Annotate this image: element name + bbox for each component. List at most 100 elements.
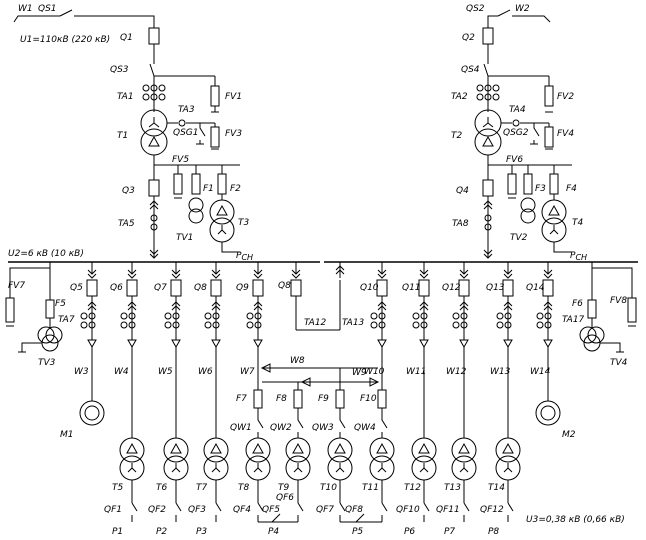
ct-c [204, 312, 212, 320]
middle-section: W8 W9 [260, 356, 380, 387]
label-fv5: FV5 [172, 155, 189, 165]
label-ta17: TA17 [562, 315, 585, 325]
qw-switch [257, 408, 264, 438]
ct-d [496, 321, 504, 329]
label-f6: F6 [572, 299, 583, 309]
label-tv4: TV4 [610, 358, 628, 368]
label-q8b: Q8 [278, 281, 291, 291]
m2-motor-inner [540, 405, 556, 421]
ct-c [80, 312, 88, 320]
label-t-3: T7 [196, 483, 207, 493]
label-qs1: QS1 [38, 4, 57, 14]
fv8-lead [591, 262, 633, 298]
t1-delta [148, 135, 160, 147]
label-t-mid-1: T9 [278, 483, 289, 493]
feeder-plug-low [377, 301, 387, 311]
ta3-ct [178, 119, 186, 127]
tr-delta [252, 442, 264, 454]
tr-star [293, 463, 303, 473]
label-q2: Q2 [462, 33, 475, 43]
m1-motor-outer [79, 400, 105, 426]
label-w8: W8 [290, 356, 305, 366]
tv4-winding-a [579, 326, 597, 344]
q3-lead [149, 196, 159, 258]
cable-end [459, 339, 469, 349]
tr-star [503, 463, 513, 473]
label-tv2: TV2 [510, 233, 528, 243]
ct-b [88, 321, 96, 329]
label-f-mid-1: F8 [276, 394, 287, 404]
label-m1: M1 [60, 430, 74, 440]
tr-star [335, 463, 345, 473]
ct-b [504, 321, 512, 329]
feeder-plug [253, 262, 263, 279]
t2-winding-lv [474, 128, 502, 156]
qw-switch [297, 408, 304, 438]
tv4-winding-b [587, 326, 605, 344]
label-w1: W1 [18, 4, 33, 14]
label-q1: Q1 [120, 33, 133, 43]
tv3-ground [18, 342, 42, 353]
label-w-3: W6 [198, 367, 213, 377]
label-w-7: W11 [406, 367, 426, 377]
ct-a [420, 312, 428, 320]
label-tv1: TV1 [176, 233, 193, 243]
q4-breaker [482, 179, 494, 197]
ct-d [370, 321, 378, 329]
label-f-mid-3: F10 [360, 394, 377, 404]
f5-fuse [45, 299, 55, 319]
ct-a [88, 312, 96, 320]
label-p-2: P2 [156, 527, 167, 537]
ct-d [204, 321, 212, 329]
tv3-winding-b [45, 326, 63, 344]
t3-out [221, 242, 240, 253]
feeder-plug-low [503, 301, 513, 311]
ta5-ct [150, 214, 158, 231]
label-qf7: QF7 [316, 505, 334, 515]
ct-a [544, 312, 552, 320]
f1-fuse [191, 173, 201, 195]
tr-star [459, 463, 469, 473]
label-ta-6: TA13 [342, 318, 365, 328]
label-w-6: W10 [364, 367, 385, 377]
qf-switch [257, 502, 264, 522]
label-qf-1: QF1 [104, 505, 122, 515]
qsg2-switch [530, 123, 540, 145]
feeder-plug-low [211, 301, 221, 311]
tr-star [171, 463, 181, 473]
label-ta3: TA3 [178, 105, 195, 115]
f3-fuse [523, 173, 533, 195]
label-fv4: FV4 [557, 129, 574, 139]
label-f2: F2 [230, 184, 241, 194]
feeder-plug-low [87, 301, 97, 311]
label-w-9: W13 [490, 367, 511, 377]
ct-a [504, 312, 512, 320]
label-qf-7: QF10 [396, 505, 420, 515]
feeder-plug [87, 262, 97, 279]
t2-star [482, 117, 494, 128]
w8-arrow [260, 363, 271, 373]
motor-m2: M2 [535, 400, 576, 440]
ct-a [212, 312, 220, 320]
label-qf-3: QF3 [188, 505, 206, 515]
qf-switch [131, 502, 138, 522]
label-qf4: QF4 [233, 505, 251, 515]
label-q-6: Q10 [360, 283, 379, 293]
label-t-1: T5 [112, 483, 123, 493]
tr-star [419, 463, 429, 473]
label-ta2: TA2 [451, 92, 468, 102]
label-fv6: FV6 [506, 155, 523, 165]
label-f-mid-0: F7 [236, 394, 247, 404]
ct-c [536, 312, 544, 320]
ta2-ct [476, 84, 500, 101]
ct-c [246, 312, 254, 320]
label-fv1: FV1 [225, 92, 242, 102]
label-ta5: TA5 [118, 219, 135, 229]
